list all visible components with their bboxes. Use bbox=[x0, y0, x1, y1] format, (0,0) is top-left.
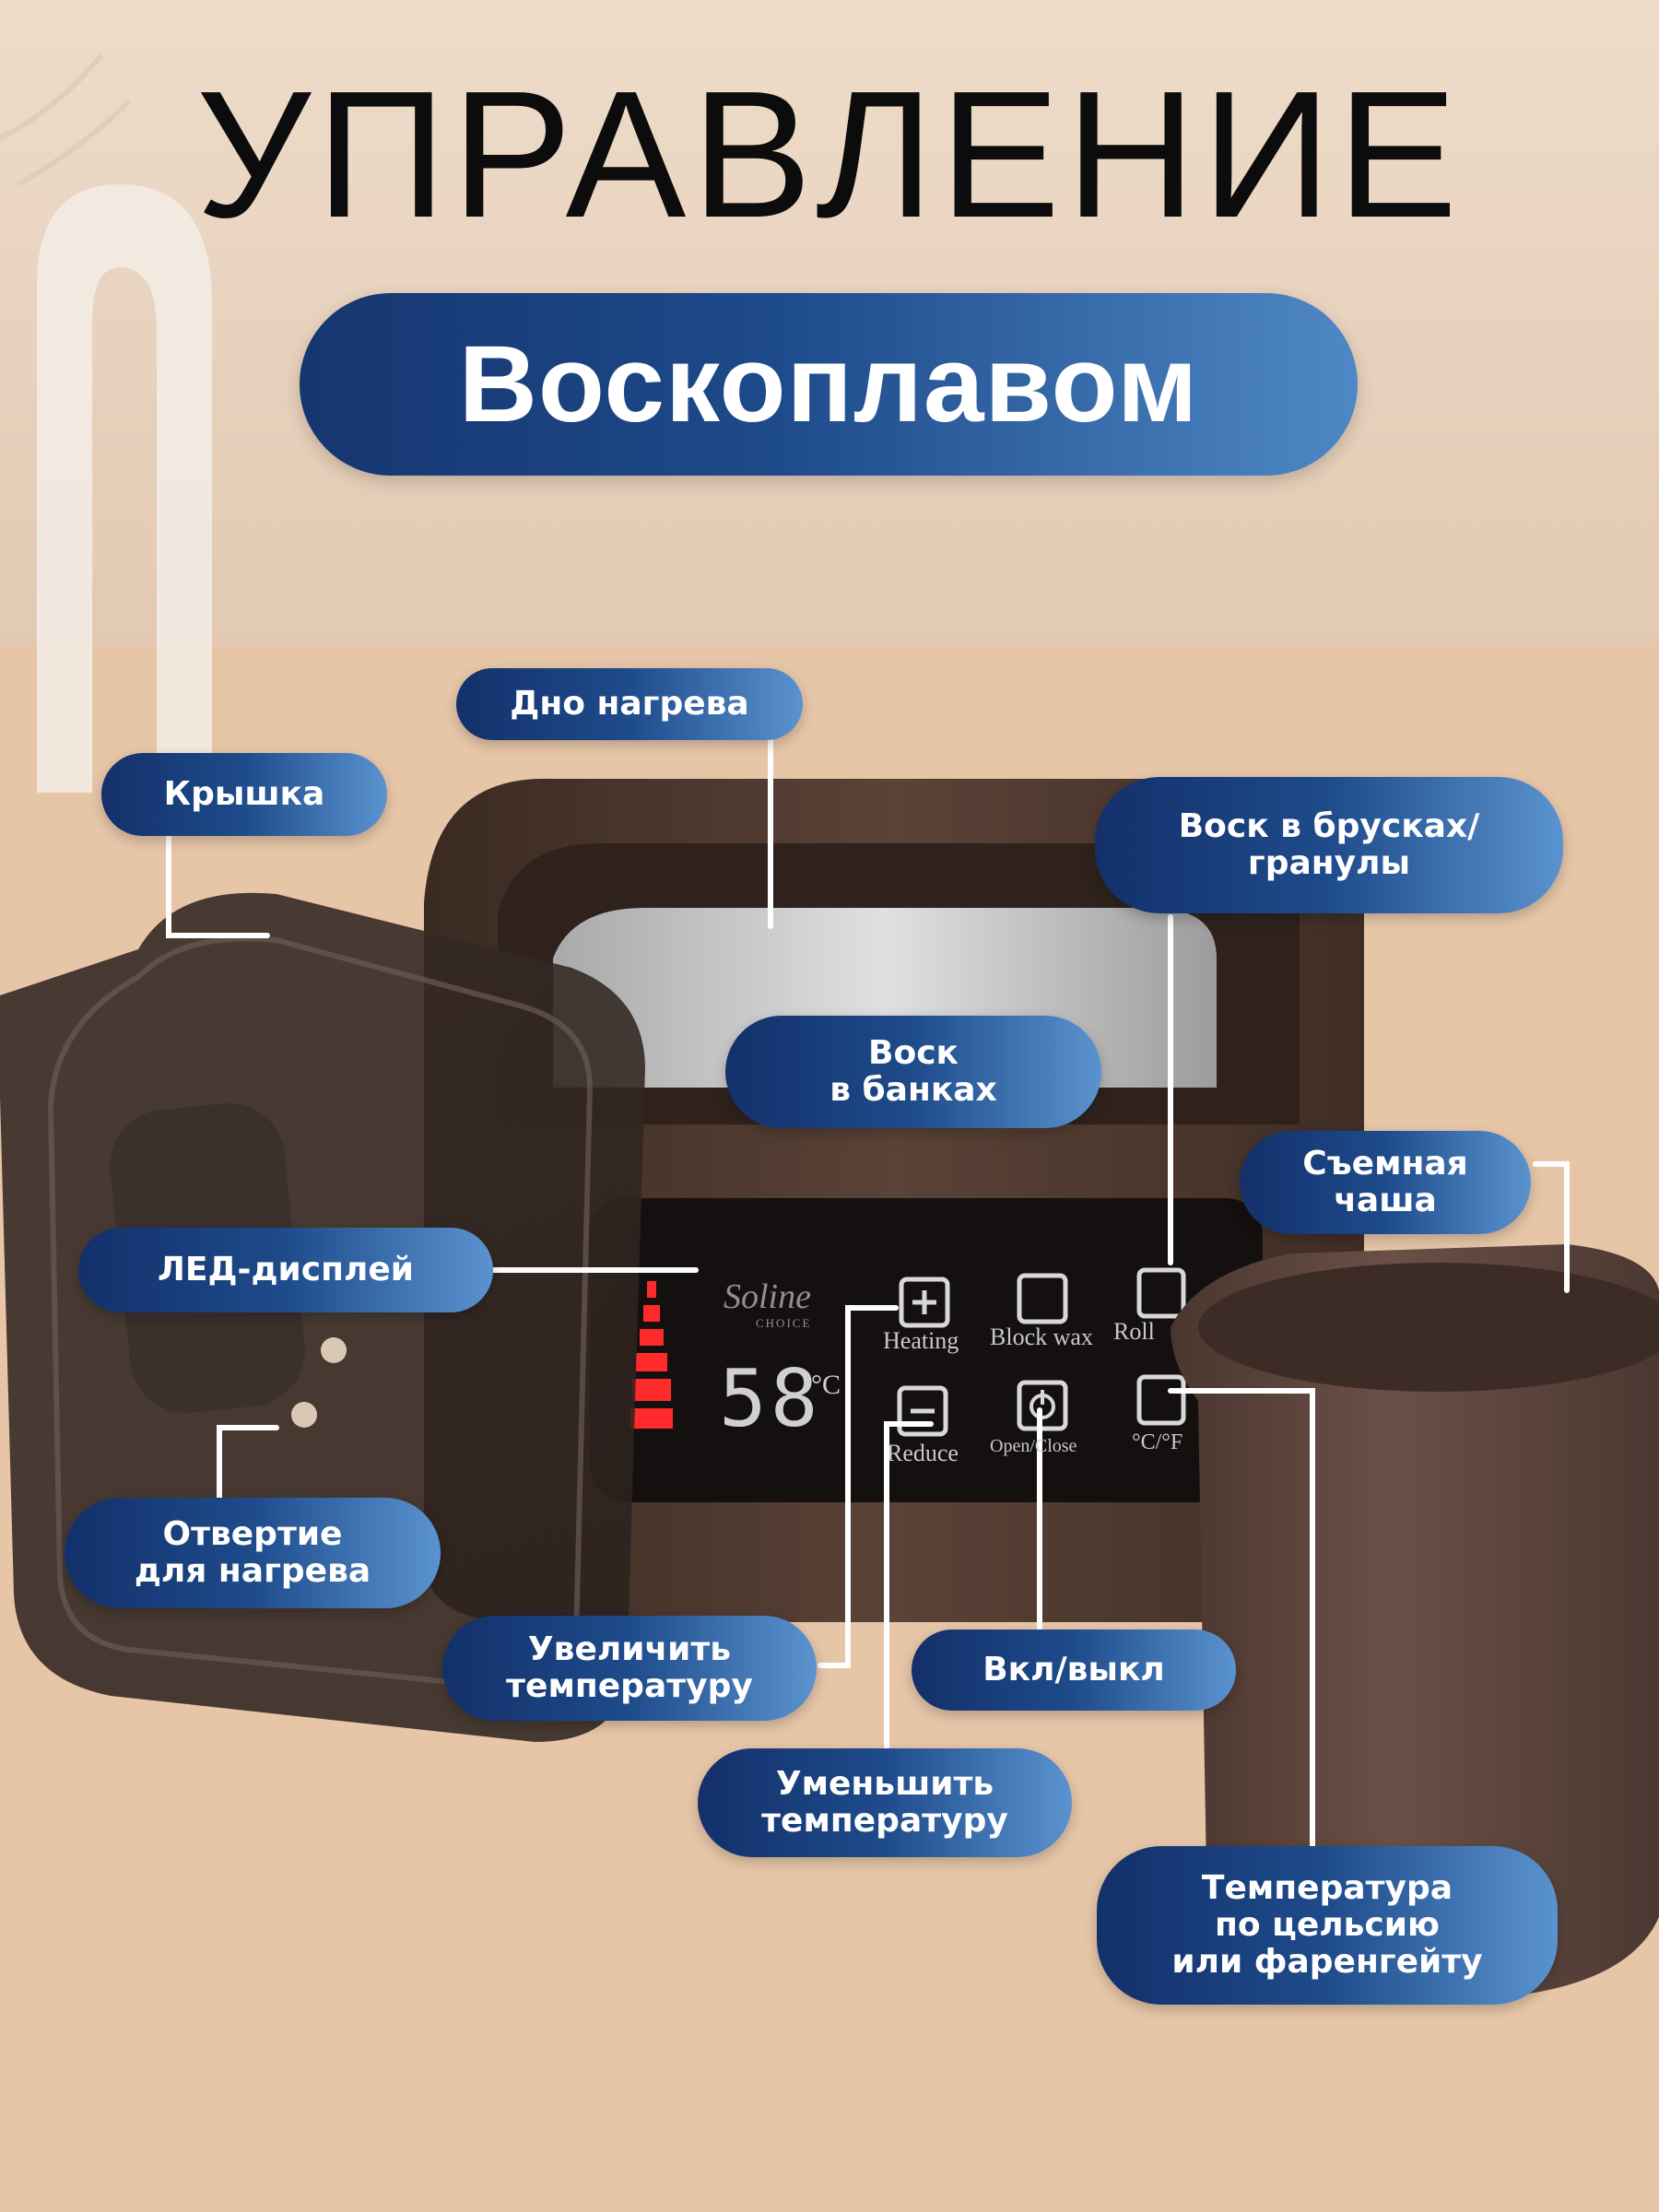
callout-heating-hole: Отвертие для нагрева bbox=[65, 1498, 441, 1608]
callout-wax-bars: Воск в брусках/ гранулы bbox=[1095, 777, 1563, 913]
callout-lid: Крышка bbox=[101, 753, 387, 836]
unit-button-frame bbox=[1136, 1374, 1186, 1426]
roll-button-frame bbox=[1136, 1267, 1186, 1319]
heating-button-label[interactable]: Heating bbox=[883, 1327, 959, 1354]
callout-led-display: ЛЕД-дисплей bbox=[78, 1228, 493, 1312]
subtitle-banner: Воскоплавом bbox=[300, 293, 1358, 476]
line-lid bbox=[166, 831, 270, 938]
reduce-button-frame bbox=[897, 1385, 948, 1437]
removable-bowl bbox=[1171, 1244, 1659, 2000]
callout-wax-jars: Воск в банках bbox=[725, 1016, 1101, 1128]
reduce-button-label[interactable]: Reduce bbox=[887, 1440, 959, 1466]
led-level-indicator bbox=[630, 1281, 673, 1429]
callout-heating-bottom: Дно нагрева bbox=[456, 668, 803, 740]
unit-toggle-button-label[interactable]: °C/°F bbox=[1132, 1430, 1183, 1454]
control-panel bbox=[590, 1198, 1263, 1502]
block-wax-button-label[interactable]: Block wax bbox=[990, 1324, 1093, 1350]
callout-temp-unit: Температура по цельсию или фаренгейту bbox=[1097, 1846, 1558, 2005]
line-increase bbox=[818, 1305, 899, 1668]
subtitle-text: Воскоплавом bbox=[458, 324, 1199, 445]
brand-logo: Soline bbox=[724, 1277, 811, 1316]
heating-button-frame bbox=[899, 1277, 950, 1328]
vase-shape bbox=[37, 184, 212, 793]
temperature-unit: °C bbox=[811, 1370, 841, 1400]
lid-shape bbox=[0, 892, 645, 1742]
line-temp-unit bbox=[1168, 1388, 1315, 1853]
callout-power: Вкл/выкл bbox=[912, 1630, 1236, 1711]
plus-icon bbox=[912, 1290, 936, 1314]
line-heating-hole bbox=[217, 1425, 279, 1510]
temperature-readout: 58 bbox=[719, 1353, 822, 1445]
callout-removable-bowl: Съемная чаша bbox=[1240, 1131, 1531, 1234]
block-wax-button-frame bbox=[1017, 1273, 1068, 1324]
page-title: УПРАВЛЕНИЕ bbox=[195, 53, 1464, 255]
callout-increase-temp: Увеличить температуру bbox=[442, 1616, 817, 1721]
line-decrease bbox=[884, 1421, 934, 1759]
open-close-button-label[interactable]: Open/Close bbox=[990, 1436, 1077, 1456]
roll-button-label[interactable]: Roll bbox=[1113, 1318, 1155, 1345]
brand-sub: CHOICE bbox=[756, 1316, 812, 1330]
callout-decrease-temp: Уменьшить температуру bbox=[698, 1748, 1072, 1857]
line-removable-bowl bbox=[1533, 1161, 1570, 1293]
